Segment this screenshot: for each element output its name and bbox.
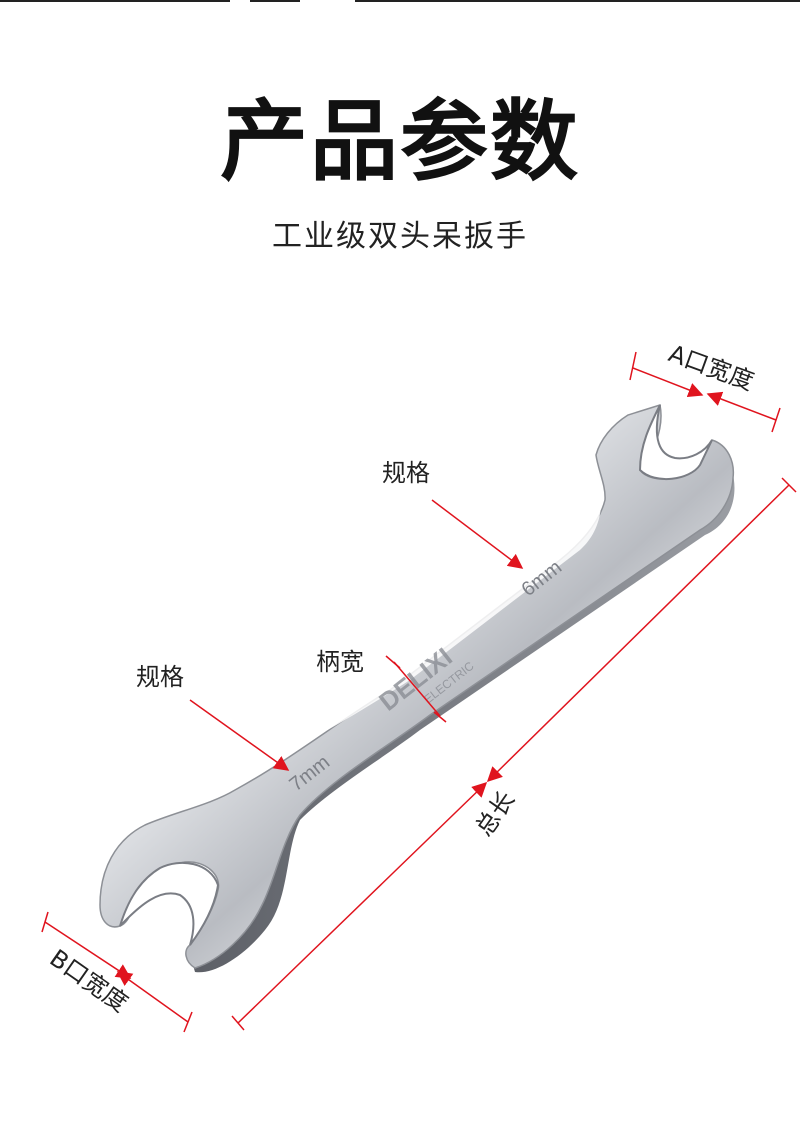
b-width-dimension: B口宽度 [41, 911, 193, 1033]
b-width-label: B口宽度 [45, 944, 134, 1018]
top-decorative-lines [0, 0, 800, 4]
page-title: 产品参数 [219, 90, 580, 193]
total-length-label: 总长 [470, 786, 520, 841]
spec-top-callout: 规格 [382, 459, 524, 569]
spec-left-label: 规格 [136, 663, 184, 691]
spec-top-label: 规格 [382, 459, 430, 487]
handle-width-label: 柄宽 [316, 648, 364, 676]
page-subtitle: 工业级双头呆扳手 [272, 219, 528, 254]
total-length-dimension: 总长 [231, 477, 797, 1031]
spec-left-callout: 规格 [136, 663, 290, 771]
handle-width-callout: 柄宽 [316, 648, 447, 723]
a-width-label: A口宽度 [665, 339, 758, 396]
jaw-a-opening [638, 404, 713, 481]
jaw-b-opening [119, 861, 220, 946]
